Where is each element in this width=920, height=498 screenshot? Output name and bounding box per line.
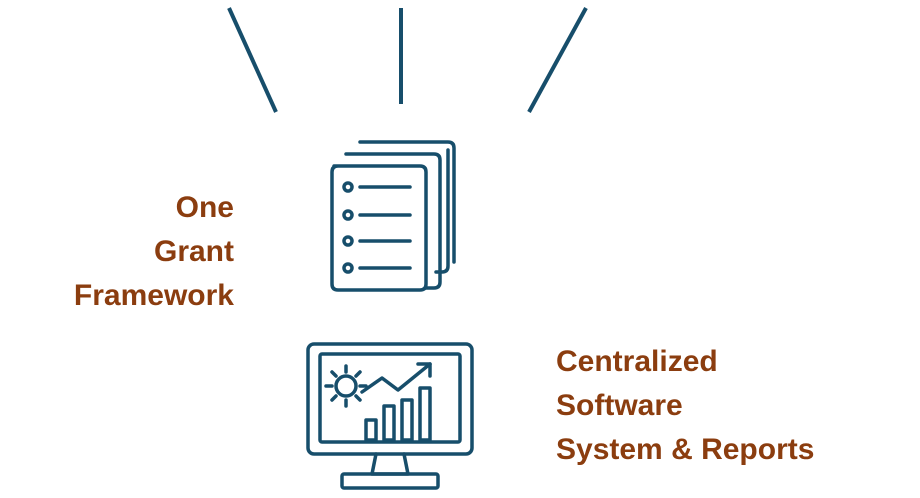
one-grant-framework-label: One Grant Framework — [74, 186, 234, 318]
label-line: Software — [556, 389, 683, 422]
label-line: Framework — [73, 279, 234, 312]
stacked-documents-icon — [330, 140, 456, 292]
label-line: Grant — [153, 235, 234, 268]
connector-line-right — [527, 7, 588, 113]
monitor-dashboard-icon — [306, 342, 474, 490]
connector-line-left — [227, 7, 278, 113]
label-line: System & Reports — [556, 433, 815, 466]
label-line: One — [175, 191, 234, 224]
centralized-software-label: Centralized Software System & Reports — [556, 340, 814, 472]
label-line: Centralized — [556, 345, 718, 378]
